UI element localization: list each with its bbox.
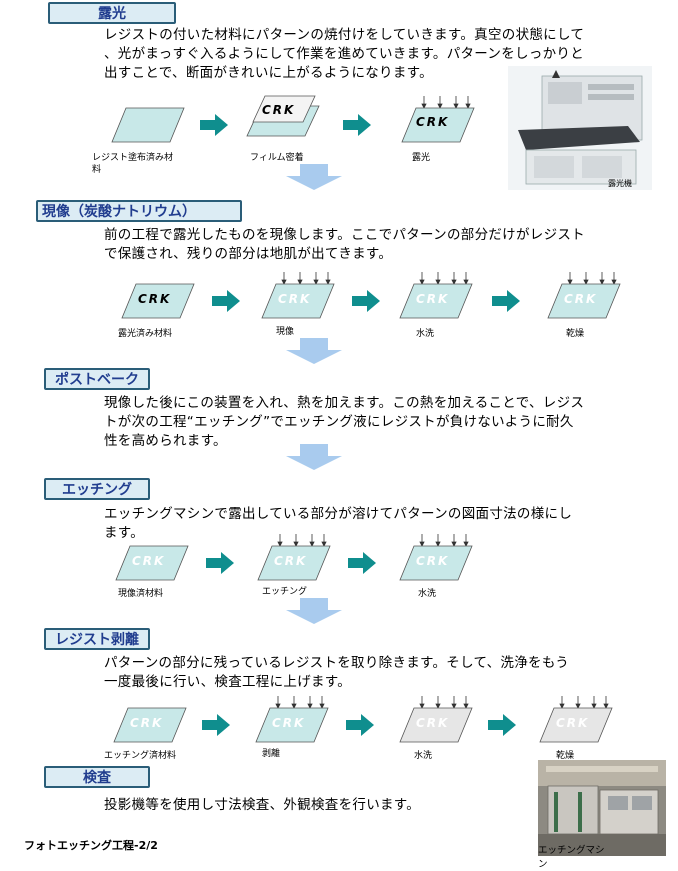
flow-arrow-right [492,290,520,316]
postbake-text-3: 性を高められます。 [104,433,227,449]
sheet-label: CRK [556,716,590,730]
section-header-postbake: ポストベーク [44,368,150,390]
flow-arrow-down [286,338,342,368]
step-caption: 現像 [276,327,295,337]
sheet-exposed-material [121,283,195,319]
sheet-label: CRK [416,554,450,568]
section-header-inspection: 検査 [44,766,150,788]
sheet-label: CRK [564,292,598,306]
etching-text-1: エッチングマシンで露出している部分が溶けてパターンの図面寸法の様にし [104,506,573,522]
develop-text-2: で保護され、残りの部分は地肌が出てきます。 [104,246,393,262]
sheet-label: CRK [274,554,308,568]
step-caption: 水洗 [418,589,437,599]
strip-text-1: パターンの部分に残っているレジストを取り除きます。そして、洗浄をもう [104,655,570,671]
step-caption: 露光済み材料 [118,329,173,339]
sheet-developed-material [115,545,189,581]
flow-arrow-right [212,290,240,316]
flow-arrow-right [348,552,376,578]
flow-arrow-down [286,598,342,628]
step-caption: フィルム密着 [250,153,304,163]
flow-arrow-down [286,444,342,474]
etching-text-2: ます。 [104,525,145,541]
flow-arrow-right [206,552,234,578]
sheet-dry [547,272,621,319]
sheet-label: CRK [272,716,306,730]
sheet-developing [261,272,335,319]
sheet-film-attached [246,95,320,137]
etching-machine-photo [538,760,666,856]
step-caption: エッチング [262,587,308,597]
flow-arrow-right [343,114,371,140]
step-caption: レジスト塗布済み材 [92,153,174,163]
sheet-stripping [255,696,329,743]
flow-arrow-right [352,290,380,316]
photo-caption-cont: ン [538,859,548,870]
sheet-rinse [399,534,473,581]
develop-text-1: 前の工程で露光したものを現像します。ここでパターンの部分だけがレジスト [104,227,585,243]
flow-arrow-right [202,714,230,740]
exposure-machine-photo [508,66,652,190]
sheet-label: CRK [262,103,296,117]
postbake-text-2: トが次の工程“エッチング”でエッチング液にレジストが負けないように耐久 [104,414,574,430]
section-header-etching: エッチング [44,478,150,500]
section-header-strip: レジスト剥離 [44,628,150,650]
inspection-text-1: 投影機等を使用し寸法検査、外観検査を行います。 [104,797,421,813]
sheet-label: CRK [132,554,166,568]
step-caption: 剥離 [262,749,281,759]
section-header-exposure: 露光 [48,2,176,24]
step-caption: エッチング済材料 [104,751,177,761]
step-caption: 水洗 [414,751,433,761]
flow-arrow-right [346,714,374,740]
sheet-rinse-gray [399,696,473,743]
section-header-develop: 現像（炭酸ナトリウム） [36,200,242,222]
flow-arrow-right [200,114,228,140]
sheet-label: CRK [278,292,312,306]
step-caption: 現像済材料 [118,589,164,599]
photo-caption: 露光機 [608,179,632,188]
exposure-text-3: 出すことで、断面がきれいに上がるようになります。 [104,65,433,81]
step-caption: 料 [92,165,102,175]
sheet-dry-gray [539,696,613,743]
sheet-exposed [401,96,475,143]
sheet-label: CRK [138,292,172,306]
sheet-etching [257,534,331,581]
sheet-rinse [399,272,473,319]
step-caption: 水洗 [416,329,435,339]
flow-arrow-down [286,164,342,194]
sheet-resist-coated [111,107,185,143]
strip-text-2: 一度最後に行い、検査工程に上げます。 [104,674,352,690]
photo-caption: エッチングマシ [538,845,605,856]
postbake-text-1: 現像した後にこの装置を入れ、熱を加えます。この熱を加えることで、レジス [104,395,585,411]
sheet-etched-material [113,707,187,743]
exposure-text-2: 、光がまっすぐ入るようにして作業を進めていきます。パターンをしっかりと [104,46,585,62]
sheet-label: CRK [130,716,164,730]
flow-arrow-right [488,714,516,740]
exposure-text-1: レジストの付いた材料にパターンの焼付けをしていきます。真空の状態にして [104,27,585,43]
step-caption: 乾燥 [556,751,575,761]
sheet-label: CRK [416,115,450,129]
page-footer: フォトエッチング工程-2/2 [24,839,158,852]
step-caption: 乾燥 [566,329,585,339]
sheet-label: CRK [416,716,450,730]
step-caption: 露光 [412,153,431,163]
sheet-label: CRK [416,292,450,306]
